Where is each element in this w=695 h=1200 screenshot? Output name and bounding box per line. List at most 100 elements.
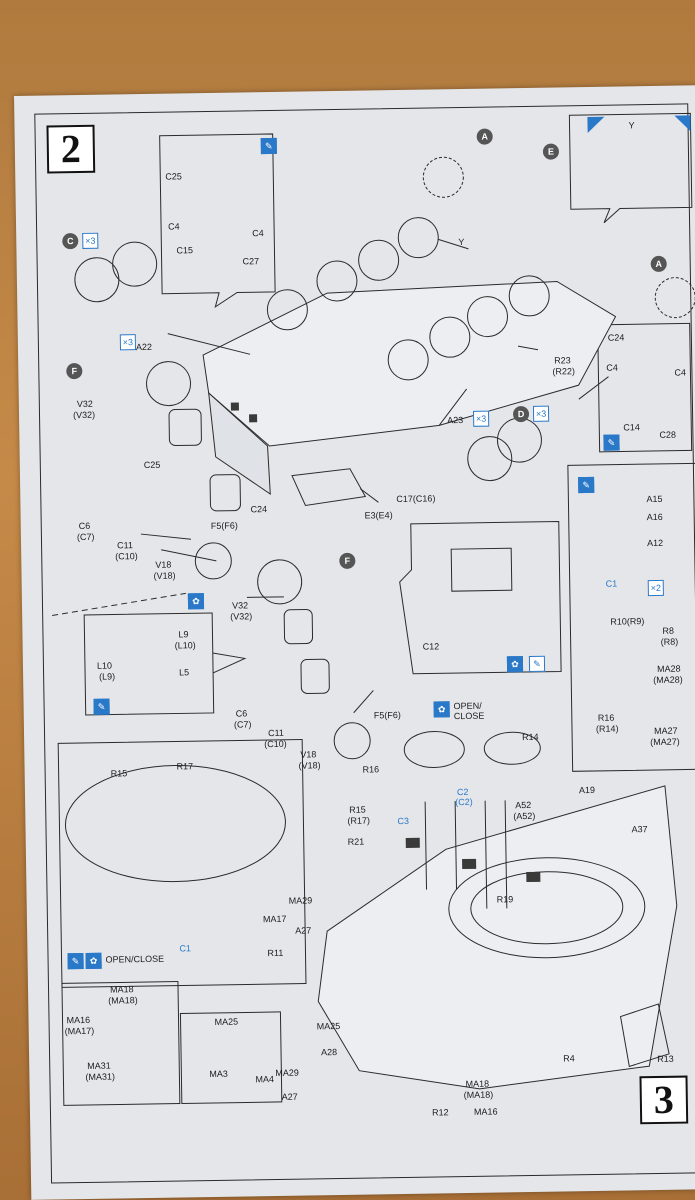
step-number-2: 2 xyxy=(46,124,96,174)
label-ma31: MA31 xyxy=(87,1060,111,1071)
label-r14-a: (R14) xyxy=(595,723,619,734)
x3-icon-d: ×3 xyxy=(532,405,550,422)
label-ma16-b: MA16 xyxy=(473,1106,498,1117)
label-c25-b: C25 xyxy=(143,459,161,471)
label-c6: C6 xyxy=(78,520,91,532)
option-icon-c12: ✿ xyxy=(506,656,524,673)
label-ma3: MA3 xyxy=(209,1068,228,1080)
label-r8b: (R8) xyxy=(660,636,679,647)
label-ma27: MA27 xyxy=(653,725,678,737)
label-c12: C12 xyxy=(422,641,440,652)
label-c2: C2 xyxy=(456,786,469,798)
label-v18-d: (V18) xyxy=(298,760,321,771)
label-r17: R17 xyxy=(176,761,194,772)
label-c17: C17(C16) xyxy=(396,493,436,505)
instruction-sheet: 2 3 A A E C F D F ×3 ×3 ×3 ×3 ✎ ✎ ✎ ✿ ✿ … xyxy=(14,85,695,1200)
label-r15: R15 xyxy=(110,768,128,779)
label-c24-r: C24 xyxy=(607,332,625,343)
label-r12: R12 xyxy=(431,1107,449,1118)
label-r4: R4 xyxy=(563,1053,575,1064)
x3-icon-a23: ×3 xyxy=(473,410,490,427)
label-a52b: (A52) xyxy=(513,810,536,822)
callout-ma16-box xyxy=(61,981,181,1106)
label-c4-b: C4 xyxy=(252,228,264,239)
option-icon-mid: ✿ xyxy=(187,593,205,610)
label-c28: C28 xyxy=(659,429,676,440)
label-open: OPEN/ xyxy=(453,700,482,712)
label-c27: C27 xyxy=(242,256,260,267)
label-a19: A19 xyxy=(578,784,596,796)
label-r16-a: R16 xyxy=(597,712,615,723)
assembly-diagram xyxy=(52,112,695,1106)
label-ma18-d: (MA18) xyxy=(463,1089,494,1101)
label-r10: R10(R9) xyxy=(610,616,645,627)
label-l10: L10 xyxy=(96,660,113,671)
label-c24-b: C24 xyxy=(250,504,268,515)
option-icon-turret: ✿ xyxy=(85,952,102,969)
label-c7: (C7) xyxy=(76,531,95,543)
label-c10-b: (C10) xyxy=(264,738,287,750)
label-ma18-c: MA18 xyxy=(465,1078,490,1090)
callout-l5-box xyxy=(83,612,215,716)
label-r14: R14 xyxy=(522,731,539,743)
label-a15: A15 xyxy=(646,493,663,505)
label-ma31b: (MA31) xyxy=(85,1071,116,1082)
label-ma25: MA25 xyxy=(214,1016,239,1027)
option-icon-openclose: ✿ xyxy=(433,701,450,718)
x3-icon-c: ×3 xyxy=(82,232,99,249)
label-v18b: (V18) xyxy=(153,570,176,581)
label-r15b: R15 xyxy=(349,804,366,815)
x2-icon: ×2 xyxy=(647,579,664,597)
label-v32-a2: (V32) xyxy=(72,409,96,421)
label-ma16: MA16 xyxy=(66,1014,91,1026)
label-ma28: MA28 xyxy=(657,663,681,674)
label-c4-a: C4 xyxy=(167,221,180,232)
label-a12: A12 xyxy=(647,537,664,549)
label-c15: C15 xyxy=(176,245,194,256)
label-r21: R21 xyxy=(347,836,365,847)
label-l9: L9 xyxy=(178,629,189,640)
label-a28: A28 xyxy=(320,1047,338,1058)
label-y-hull: Y xyxy=(458,236,465,248)
label-c25-top: C25 xyxy=(165,171,182,182)
label-ma18b: (MA18) xyxy=(108,995,138,1006)
label-ma17: MA17 xyxy=(262,913,287,925)
label-r23: R23 xyxy=(554,355,571,366)
label-ma4: MA4 xyxy=(255,1074,275,1085)
label-r19: R19 xyxy=(496,894,514,905)
label-ma25-b: MA25 xyxy=(316,1020,341,1032)
label-v18-c: V18 xyxy=(300,749,317,760)
label-v18: V18 xyxy=(155,559,172,570)
label-close: CLOSE xyxy=(453,710,485,722)
label-a27-b: A27 xyxy=(281,1091,298,1102)
label-c2b: (C2) xyxy=(455,796,473,808)
label-ma29: MA29 xyxy=(288,895,313,906)
label-c14: C14 xyxy=(623,422,640,433)
label-f5: F5(F6) xyxy=(210,520,238,531)
label-r11: R11 xyxy=(267,947,284,959)
label-v32-b2: (V32) xyxy=(230,611,253,622)
label-c11-b: C11 xyxy=(267,727,284,739)
label-a16: A16 xyxy=(646,511,663,523)
label-r8: R8 xyxy=(662,625,675,636)
label-v32-a: V32 xyxy=(76,398,93,410)
label-ma18: MA18 xyxy=(109,984,134,995)
label-a23: A23 xyxy=(447,414,464,426)
label-y-top: Y xyxy=(628,120,635,131)
label-c7-b: (C7) xyxy=(233,719,252,730)
label-r13: R13 xyxy=(657,1053,674,1065)
label-ma28b: (MA28) xyxy=(653,674,683,686)
callout-c12-box xyxy=(399,520,562,675)
label-r16: R16 xyxy=(362,764,380,775)
glue-icon-c12: ✎ xyxy=(528,655,546,672)
step-number-3: 3 xyxy=(639,1075,689,1125)
label-ma27b: (MA27) xyxy=(650,736,680,748)
glue-icon-hatch: ✎ xyxy=(578,476,595,494)
label-f5-b: F5(F6) xyxy=(373,710,401,721)
label-c6-b: C6 xyxy=(235,708,248,719)
label-ma17b: (MA17) xyxy=(64,1025,95,1037)
label-c1-b: C1 xyxy=(179,943,192,954)
label-c4-r1: C4 xyxy=(606,362,618,373)
callout-turret-box xyxy=(57,739,307,988)
label-a22: A22 xyxy=(135,341,153,353)
